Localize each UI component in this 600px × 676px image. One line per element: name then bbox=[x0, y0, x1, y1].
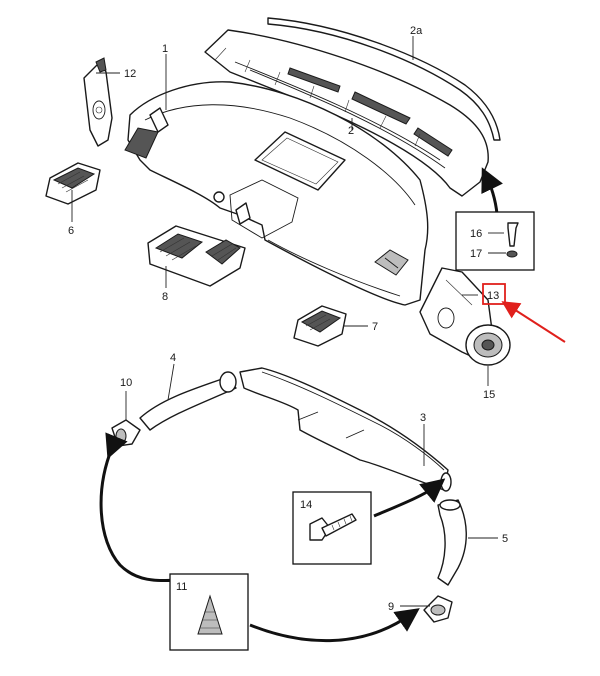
part-12-left-pillar-trim bbox=[83, 57, 113, 147]
assembly-arrow-bottom bbox=[249, 608, 420, 643]
part-9-right-outlet bbox=[423, 595, 453, 623]
part-2a-defroster-strip bbox=[267, 17, 501, 141]
part-15-speaker-grille bbox=[465, 324, 511, 366]
callout-1: 1 bbox=[162, 43, 168, 55]
callout-10: 10 bbox=[120, 377, 132, 389]
callout-13: 13 bbox=[487, 290, 499, 302]
callout-7: 7 bbox=[372, 321, 378, 333]
callout-3: 3 bbox=[420, 412, 426, 424]
inset-bolt-14 bbox=[292, 491, 372, 565]
highlight-arrow bbox=[501, 301, 566, 343]
part-10-left-outlet bbox=[111, 419, 141, 447]
callout-8: 8 bbox=[162, 291, 168, 303]
callout-15: 15 bbox=[483, 389, 495, 401]
callout-6: 6 bbox=[68, 225, 74, 237]
assembly-arrow-right bbox=[373, 478, 446, 518]
callout-5: 5 bbox=[502, 533, 508, 545]
callout-16: 16 bbox=[470, 228, 482, 240]
part-7-right-side-vent bbox=[293, 305, 347, 347]
inset-clip-11 bbox=[169, 573, 249, 651]
part-8-center-vent-assembly bbox=[147, 225, 246, 287]
callout-9: 9 bbox=[388, 601, 394, 613]
part-1-dashboard-panel bbox=[124, 81, 429, 306]
callout-2: 2 bbox=[348, 125, 354, 137]
assembly-arrow-left bbox=[99, 432, 186, 583]
callout-17: 17 bbox=[470, 248, 482, 260]
callout-11: 11 bbox=[176, 581, 187, 593]
callout-2a: 2a bbox=[410, 25, 423, 37]
part-4-left-air-duct bbox=[139, 371, 237, 431]
highlight-box-13 bbox=[482, 283, 506, 305]
callout-4: 4 bbox=[170, 352, 176, 364]
part-3-main-air-duct bbox=[239, 367, 452, 492]
part-2-dash-top-panel bbox=[204, 29, 489, 197]
part-5-right-air-duct bbox=[437, 499, 467, 586]
leader-lines bbox=[71, 36, 498, 607]
callout-12: 12 bbox=[124, 68, 136, 80]
part-6-left-side-vent bbox=[45, 162, 101, 205]
callout-14: 14 bbox=[300, 499, 312, 511]
inset-fasteners-16-17 bbox=[455, 211, 535, 271]
